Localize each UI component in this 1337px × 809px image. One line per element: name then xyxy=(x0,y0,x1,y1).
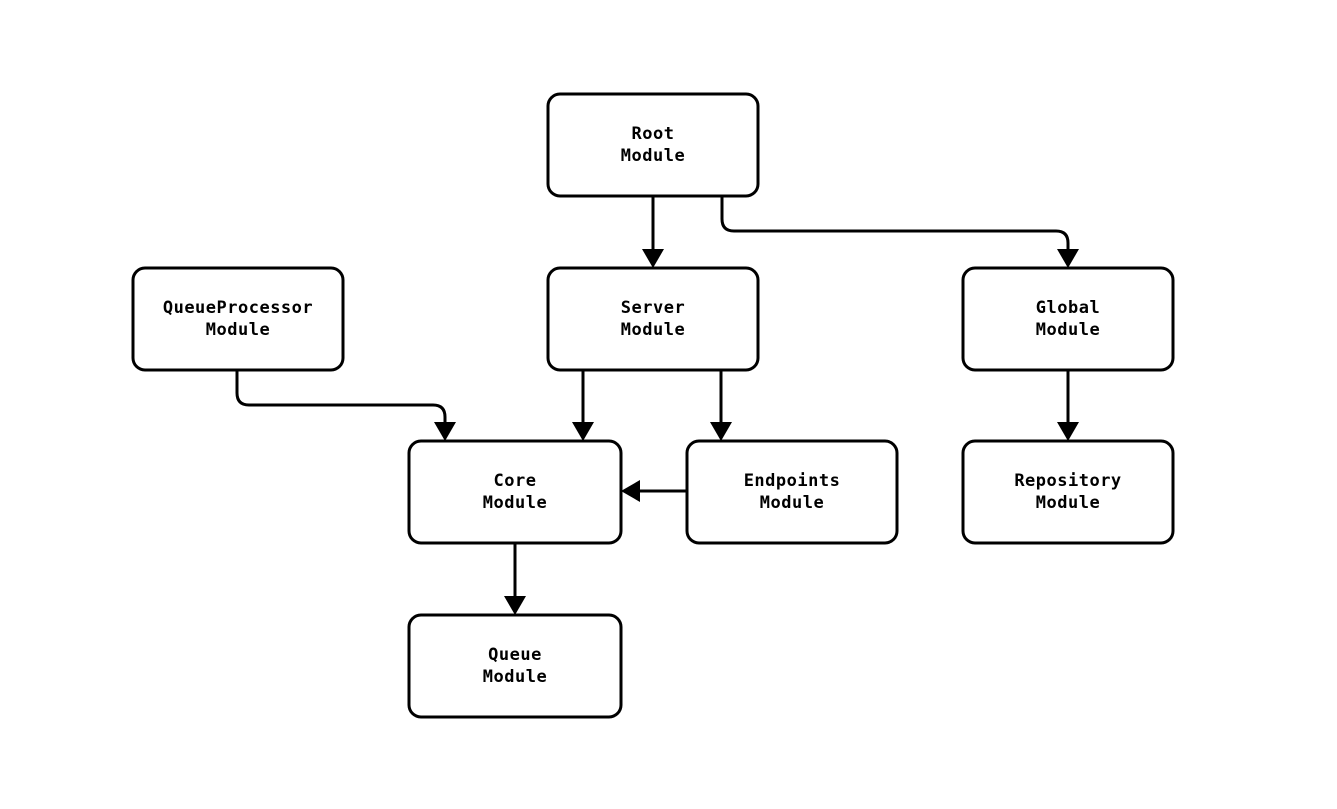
node-box[interactable] xyxy=(546,92,760,198)
node-box[interactable] xyxy=(407,613,623,719)
node-box[interactable] xyxy=(685,439,899,545)
node-label-line2: Module xyxy=(760,493,824,513)
node-label-line2: Module xyxy=(483,493,547,513)
node-label-line1: Endpoints xyxy=(744,471,841,491)
node-box[interactable] xyxy=(546,266,760,372)
edge-queueprocessor-to-core xyxy=(235,370,456,441)
node-label-line1: Root xyxy=(632,124,675,144)
edge-server-to-core xyxy=(572,370,594,441)
arrow-head-icon xyxy=(710,422,732,441)
edge-root-to-server xyxy=(642,196,664,268)
node-label-line1: Repository xyxy=(1014,471,1121,491)
edge-global-to-repository xyxy=(1057,370,1079,441)
node-label-line2: Module xyxy=(1036,320,1100,340)
edge-line xyxy=(235,370,447,429)
arrow-head-icon xyxy=(504,596,526,615)
node-label-line1: Queue xyxy=(488,645,542,665)
arrow-head-icon xyxy=(434,422,456,441)
arrow-head-icon xyxy=(1057,422,1079,441)
node-label-line2: Module xyxy=(621,146,685,166)
edge-server-to-endpoints xyxy=(710,370,732,441)
node-label-line1: Global xyxy=(1036,298,1100,318)
node-label-line2: Module xyxy=(1036,493,1100,513)
edge-endpoints-to-core xyxy=(621,480,687,502)
edge-root-to-global xyxy=(720,196,1079,268)
node-label-line1: Core xyxy=(494,471,537,491)
edges-layer xyxy=(235,196,1079,615)
node-box[interactable] xyxy=(131,266,345,372)
arrow-head-icon xyxy=(621,480,640,502)
arrow-head-icon xyxy=(642,249,664,268)
nodes-layer: RootModuleQueueProcessorModuleServerModu… xyxy=(131,92,1175,719)
arrow-head-icon xyxy=(572,422,594,441)
edge-core-to-queue xyxy=(504,543,526,615)
node-label-line2: Module xyxy=(621,320,685,340)
node-box[interactable] xyxy=(961,439,1175,545)
arrow-head-icon xyxy=(1057,249,1079,268)
node-label-line1: QueueProcessor xyxy=(163,298,313,318)
node-box[interactable] xyxy=(407,439,623,545)
node-label-line1: Server xyxy=(621,298,685,318)
node-label-line2: Module xyxy=(483,667,547,687)
node-label-line2: Module xyxy=(206,320,270,340)
edge-line xyxy=(720,196,1070,256)
node-box[interactable] xyxy=(961,266,1175,372)
